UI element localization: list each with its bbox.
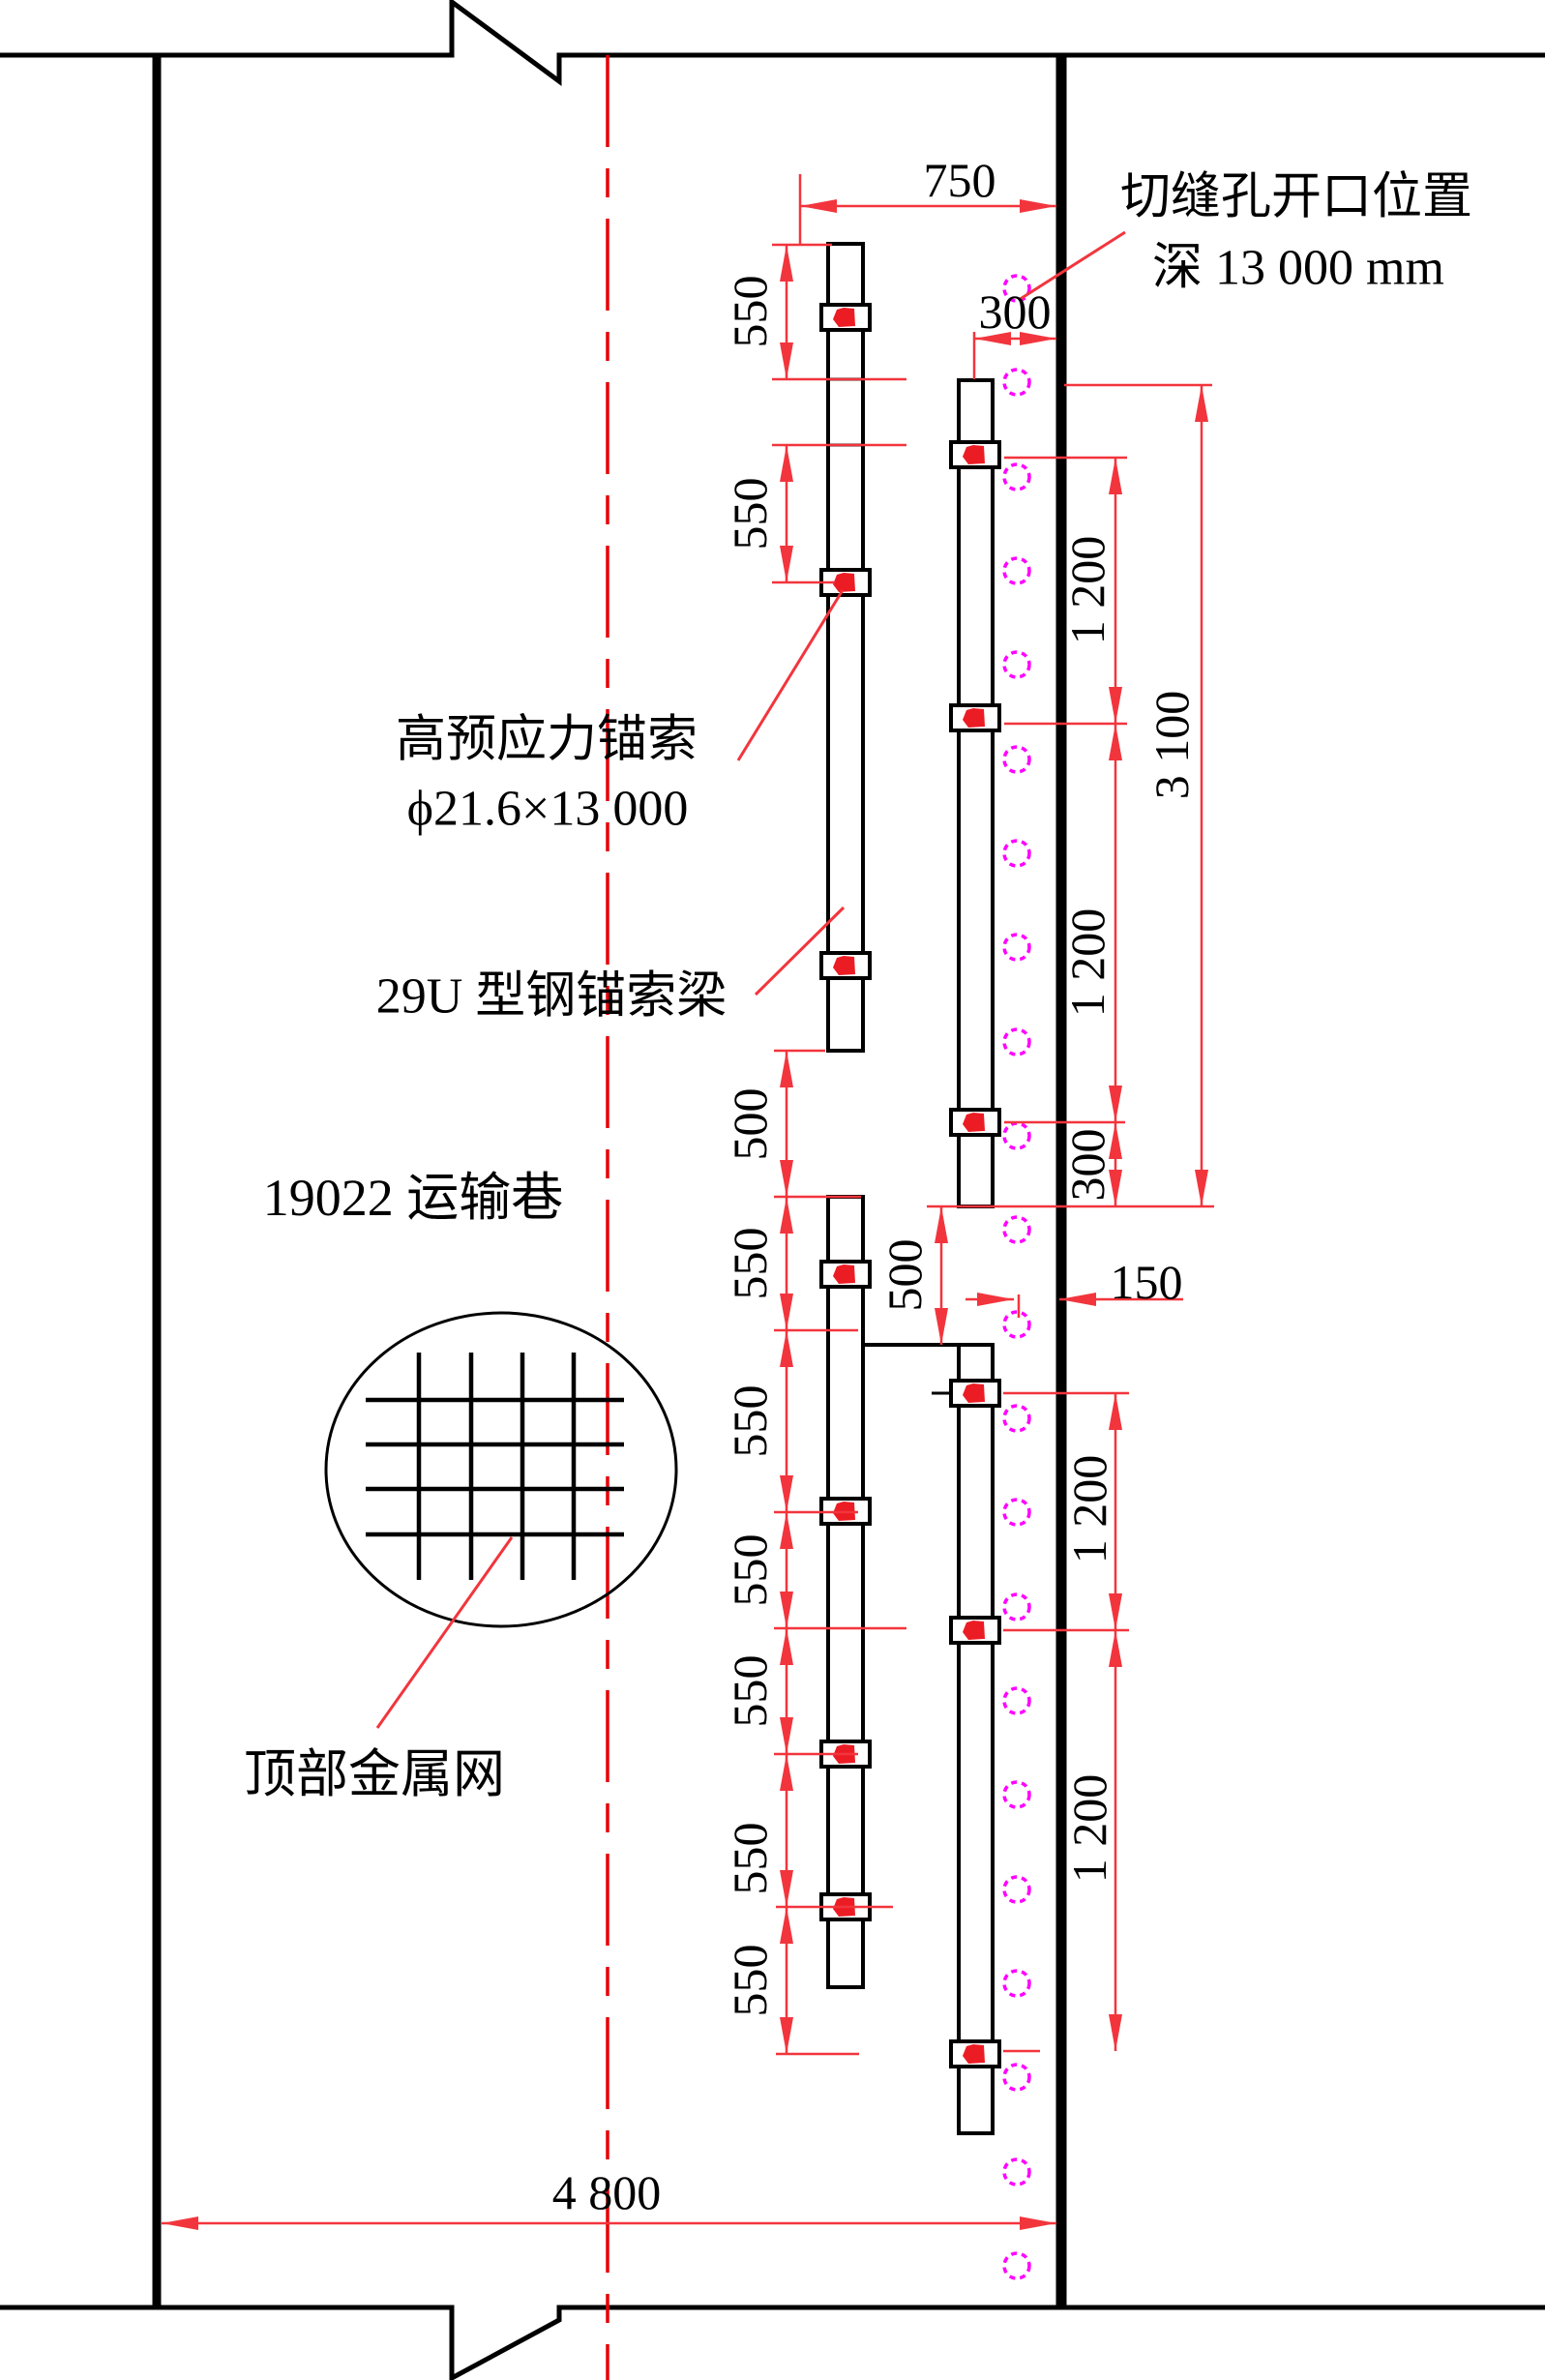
cut-seam-holes xyxy=(1002,274,1031,2280)
dim-550-label: 550 xyxy=(723,478,777,550)
cut-hole xyxy=(1002,745,1031,774)
roadway-label: 19022 运输巷 xyxy=(263,1169,564,1227)
mesh-circle xyxy=(324,1311,678,1628)
dim-300-right-label: 300 xyxy=(1060,1129,1114,1202)
cut-hole xyxy=(1002,1498,1031,1527)
anchor-beams xyxy=(826,242,995,2135)
mesh-detail xyxy=(324,1311,678,1628)
right-upper-beam xyxy=(957,378,995,1208)
dim-750-label: 750 xyxy=(924,153,996,207)
mesh-grid xyxy=(366,1353,624,1580)
dim-550-label: 550 xyxy=(723,1655,777,1728)
cut-hole xyxy=(1002,839,1031,868)
cut-hole-label-line1: 切缝孔开口位置 xyxy=(1120,170,1472,225)
dim-1200-label: 1 200 xyxy=(1062,1774,1116,1884)
dim-550-label: 550 xyxy=(723,1823,777,1895)
right-dim-chain xyxy=(1109,385,1208,2051)
extension-lines xyxy=(772,174,1214,2056)
dim-4800-label: 4 800 xyxy=(552,2165,662,2219)
dimension-lines xyxy=(162,199,1208,2230)
cut-hole xyxy=(1002,368,1031,397)
dim-1200-label: 1 200 xyxy=(1062,1455,1116,1564)
dim-300-label: 300 xyxy=(979,284,1052,339)
anchor-point xyxy=(949,1108,1001,1137)
leader-lines xyxy=(375,230,1126,1729)
dim-550-label: 550 xyxy=(723,276,777,348)
dim-500-mid-label: 500 xyxy=(877,1239,932,1312)
cut-hole xyxy=(1002,1592,1031,1621)
anchor-point xyxy=(819,1260,872,1289)
cut-hole xyxy=(1002,2251,1031,2280)
cable-label-line1: 高预应力锚索 xyxy=(396,713,698,768)
anchor-point xyxy=(949,1616,1001,1645)
leader-mesh xyxy=(375,1536,514,1729)
cut-hole xyxy=(1002,1969,1031,1998)
cable-label-line2: ϕ21.6×13 000 xyxy=(407,782,689,837)
mesh-label: 顶部金属网 xyxy=(244,1745,505,1803)
ceiling-line-with-break xyxy=(0,0,1545,86)
cut-hole-label-line2: 深 13 000 mm xyxy=(1152,241,1444,296)
dim-550-label: 550 xyxy=(723,1385,777,1458)
leader-cable xyxy=(736,589,845,761)
cut-hole xyxy=(1002,2157,1031,2187)
leader-u-beam xyxy=(754,906,846,997)
cut-hole xyxy=(1002,556,1031,585)
cut-hole xyxy=(1002,1310,1031,1339)
anchor-point xyxy=(819,951,872,980)
right-lower-beam xyxy=(957,1343,995,2135)
anchor-point xyxy=(949,440,1001,469)
dim-1200-label: 1 200 xyxy=(1060,908,1114,1018)
anchor-point xyxy=(949,703,1001,732)
anchor-point xyxy=(949,1379,1001,1408)
u-beam-label: 29U 型钢锚索梁 xyxy=(376,969,728,1025)
cut-hole xyxy=(1002,1215,1031,1244)
cut-hole xyxy=(1002,462,1031,491)
cut-hole xyxy=(1002,1780,1031,1809)
anchor-point xyxy=(819,303,872,332)
cut-hole xyxy=(1002,2063,1031,2092)
cut-hole xyxy=(1002,933,1031,962)
cut-hole xyxy=(1002,1121,1031,1150)
left-lower-beam xyxy=(826,1195,865,1989)
anchor-point xyxy=(949,2039,1001,2068)
floor-line-with-break xyxy=(0,2305,1545,2380)
cut-hole xyxy=(1002,1404,1031,1433)
leader-cut-hole xyxy=(1018,230,1126,302)
dim-550-label: 550 xyxy=(723,1228,777,1300)
dim-3100-label: 3 100 xyxy=(1144,691,1199,800)
dim-550-label: 550 xyxy=(723,1945,777,2017)
dim-550-label: 550 xyxy=(723,1534,777,1607)
dim-150-label: 150 xyxy=(1111,1255,1183,1309)
dim-500-left-label: 500 xyxy=(723,1088,777,1161)
cut-hole xyxy=(1002,1875,1031,1904)
cut-hole xyxy=(1002,1686,1031,1715)
dim-1200-label: 1 200 xyxy=(1060,536,1114,645)
cut-hole xyxy=(1002,650,1031,679)
cut-hole xyxy=(1002,1027,1031,1056)
left-upper-beam xyxy=(826,242,865,1053)
